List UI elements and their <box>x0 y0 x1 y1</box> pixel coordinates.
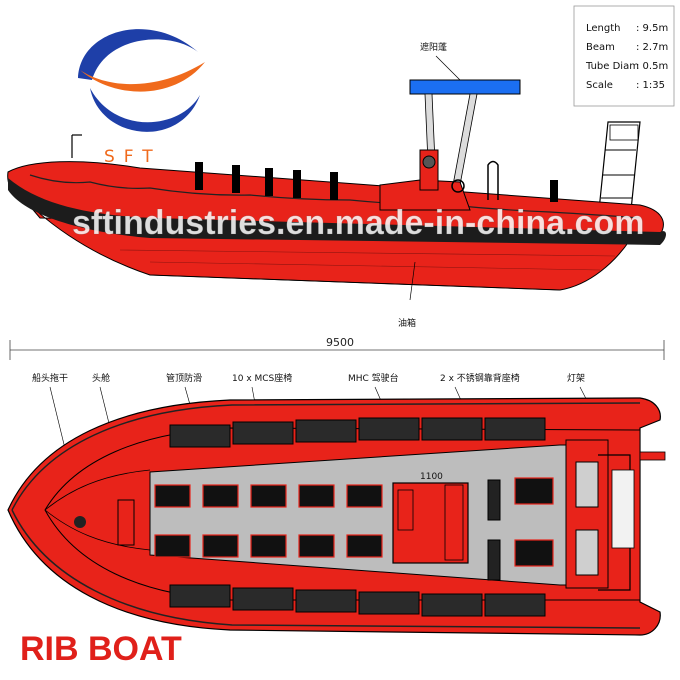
label-fuel-tank: 油箱 <box>398 317 416 329</box>
top-stern <box>565 439 666 591</box>
top-tube-pads-lower <box>169 584 546 617</box>
watermark: sftindustries.en.made-in-china.com <box>72 204 644 242</box>
stainless-seats <box>487 477 554 581</box>
overall-length-label: 9500 <box>326 336 354 349</box>
mcs-seat-grid <box>154 484 383 558</box>
label-light-frame: 灯架 <box>567 373 585 384</box>
top-tube-pads-upper <box>169 417 546 448</box>
label-mcs-seats: 10 x MCS座椅 <box>232 372 292 384</box>
label-sunshade: 遮阳蓬 <box>420 41 447 53</box>
logo-blue-arc <box>78 29 198 80</box>
logo-text: SFT <box>104 147 162 167</box>
spec-length-value: : 9.5m <box>636 23 668 34</box>
label-console: MHC 驾驶台 <box>348 372 399 384</box>
page-title: RIB BOAT <box>20 630 182 668</box>
overall-dimension: 9500 <box>9 336 665 360</box>
sft-logo: SFT <box>78 29 205 167</box>
spec-tube-label: Tube Diam <box>585 61 639 72</box>
side-seat-backs <box>195 160 558 202</box>
spec-length-label: Length <box>586 23 621 34</box>
spec-beam-label: Beam <box>586 42 615 53</box>
spec-scale-value: : 1:35 <box>636 80 665 91</box>
console-dimension: 1100 <box>420 472 443 482</box>
label-ss-seats: 2 x 不锈钢靠背座椅 <box>440 372 520 384</box>
side-view: 遮阳蓬 <box>7 41 666 329</box>
top-view: 1100 <box>7 397 666 636</box>
spec-scale-label: Scale <box>586 80 613 91</box>
logo-blue-lower-arc <box>90 88 200 132</box>
spec-beam-value: : 2.7m <box>636 42 668 53</box>
logo-orange-swoosh <box>80 62 205 92</box>
label-bow-tow: 船头拖干 <box>32 372 68 384</box>
spec-tube-value: : 0.5m <box>636 61 668 72</box>
side-console <box>379 149 471 211</box>
spec-box: Length : 9.5m Beam : 2.7m Tube Diam : 0.… <box>573 5 675 107</box>
label-tube-guard: 管顶防滑 <box>166 372 202 384</box>
label-bow-cabin: 头舱 <box>92 372 110 384</box>
top-console: 1100 <box>392 472 469 564</box>
side-rub-strake <box>8 178 666 245</box>
